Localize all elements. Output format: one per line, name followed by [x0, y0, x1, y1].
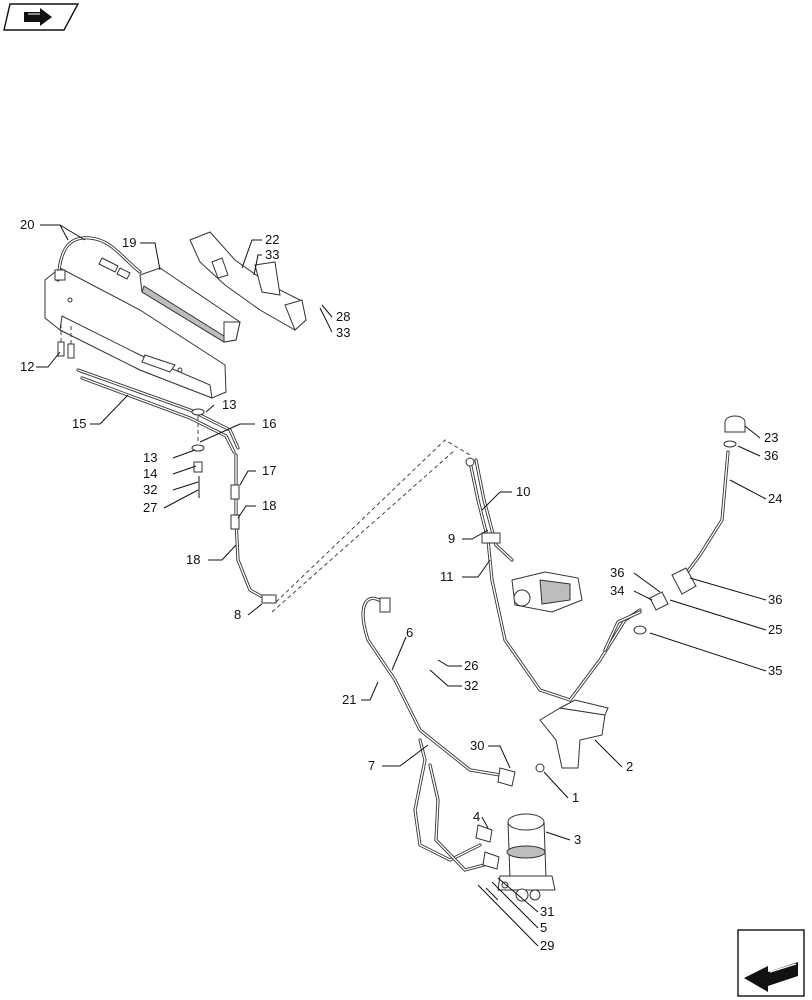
callout-9: 9: [448, 531, 455, 546]
callout-21: 21: [342, 692, 356, 707]
callout-20: 20: [20, 217, 34, 232]
forward-arrow-button[interactable]: [3, 3, 80, 31]
callout-26: 26: [464, 658, 478, 673]
callout-29: 29: [540, 938, 554, 953]
callout-30: 30: [470, 738, 484, 753]
callout-25: 25: [768, 622, 782, 637]
callout-2: 2: [626, 759, 633, 774]
filter-assembly: [497, 813, 556, 902]
callout-3: 3: [574, 832, 581, 847]
callout-6: 6: [406, 625, 413, 640]
callout-36: 36: [764, 448, 778, 463]
callout-15: 15: [72, 416, 86, 431]
callout-27: 27: [143, 500, 157, 515]
callout-13: 13: [143, 450, 157, 465]
callout-22: 22: [265, 232, 279, 247]
callout-36: 36: [610, 565, 624, 580]
callout-16: 16: [262, 416, 276, 431]
mounting-bracket: [539, 699, 609, 769]
callout-35: 35: [768, 663, 782, 678]
callout-32: 32: [143, 482, 157, 497]
callout-33: 33: [336, 325, 350, 340]
callout-32: 32: [464, 678, 478, 693]
callout-4: 4: [473, 809, 480, 824]
callout-36: 36: [768, 592, 782, 607]
callout-labels: 20 19 22 33 28 33 12 15 13 16 13 14 17 3…: [20, 217, 782, 953]
callout-8: 8: [234, 607, 241, 622]
callout-34: 34: [610, 583, 624, 598]
callout-12: 12: [20, 359, 34, 374]
callout-10: 10: [516, 484, 530, 499]
callout-18: 18: [262, 498, 276, 513]
oil-cooler: [139, 267, 241, 343]
callout-23: 23: [764, 430, 778, 445]
callout-1: 1: [572, 790, 579, 805]
leader-lines: [36, 224, 767, 947]
callout-18: 18: [186, 552, 200, 567]
callout-14: 14: [143, 466, 157, 481]
return-arrow-button[interactable]: [737, 929, 805, 997]
callout-17: 17: [262, 463, 276, 478]
callout-28: 28: [336, 309, 350, 324]
valve-block: [511, 571, 583, 613]
callout-31: 31: [540, 904, 554, 919]
callout-7: 7: [368, 758, 375, 773]
callout-33: 33: [265, 247, 279, 262]
radiator-bracket: [44, 267, 227, 399]
callout-5: 5: [540, 920, 547, 935]
cooler-shroud: [189, 231, 307, 331]
callout-11: 11: [440, 569, 454, 584]
return-arrow-icon: [744, 962, 798, 992]
forward-arrow-icon: [24, 8, 52, 26]
callout-24: 24: [768, 491, 782, 506]
callout-13: 13: [222, 397, 236, 412]
callout-19: 19: [122, 235, 136, 250]
